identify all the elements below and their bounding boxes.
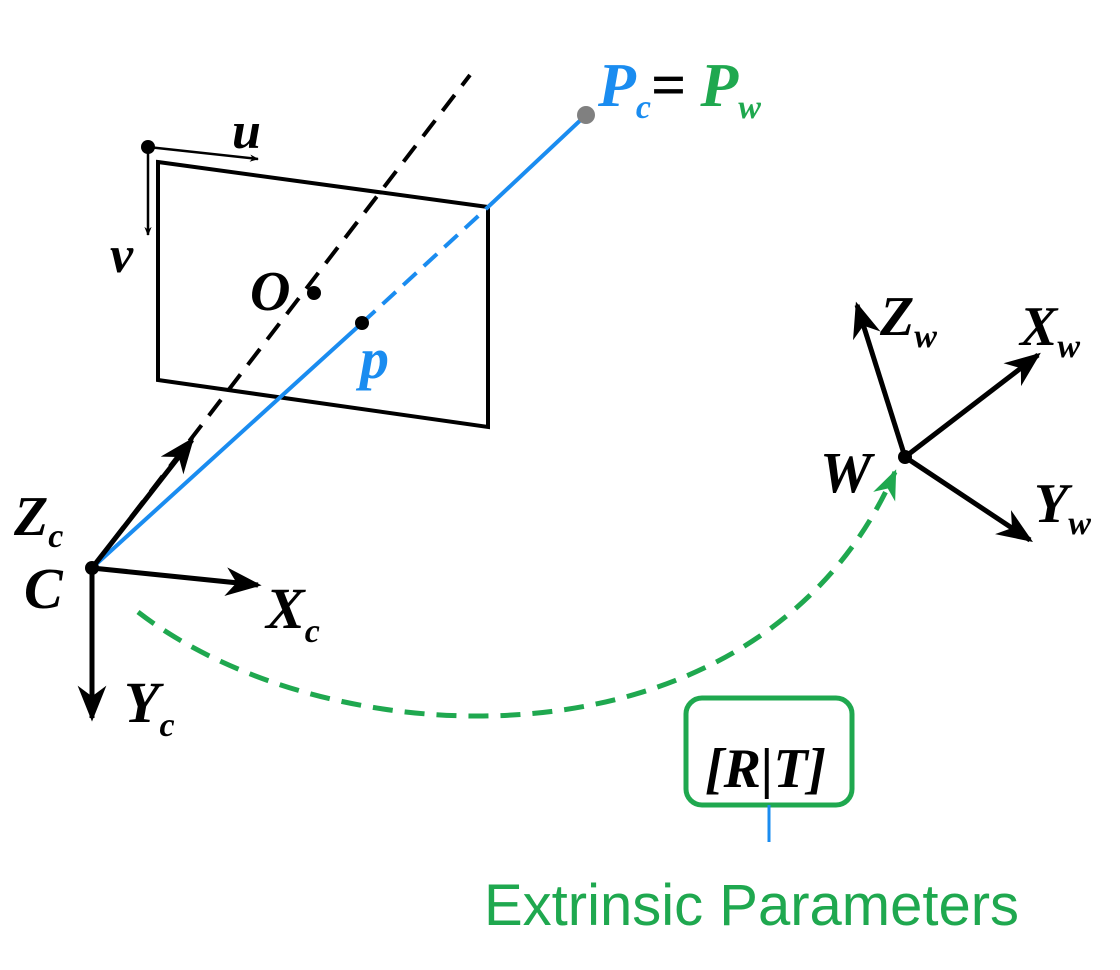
xw-sub: w: [1057, 328, 1080, 365]
extrinsic-transform-arrow: [136, 469, 898, 719]
zw-axis-arrow: [853, 301, 908, 458]
world-origin-dot: [898, 450, 912, 464]
equals-sign: =: [651, 52, 686, 120]
world-origin-label: W: [820, 440, 875, 505]
image-point-p-dot: [355, 316, 369, 330]
zw-label: Zw: [879, 286, 937, 355]
yc-label: Yc: [124, 670, 175, 744]
zc-label: Zc: [13, 486, 63, 555]
xc-sub: c: [305, 613, 320, 650]
u-axis-arrow: [147, 145, 259, 162]
zc-main: Z: [13, 486, 48, 548]
xw-label: Xw: [1018, 296, 1080, 365]
xc-axis-arrow: [91, 565, 262, 597]
extrinsic-parameters-caption: Extrinsic Parameters: [484, 873, 1019, 938]
yc-sub: c: [159, 707, 174, 744]
zc-sub: c: [48, 518, 63, 555]
world-point-dot: [577, 106, 595, 124]
xw-axis-arrow: [903, 352, 1041, 459]
zw-sub: w: [914, 318, 937, 355]
xc-label: Xc: [264, 576, 320, 650]
xc-main: X: [264, 576, 306, 641]
transform-label: [R|T]: [705, 738, 826, 800]
xw-main: X: [1018, 296, 1059, 358]
principal-point-label: O: [250, 261, 290, 323]
principal-point-dot: [307, 286, 321, 300]
projection-ray-to-p: [90, 321, 364, 570]
image-plane: [156, 159, 490, 430]
pixel-origin-dot: [141, 140, 155, 154]
yc-main: Y: [124, 670, 164, 735]
zc-axis-arrow: [90, 437, 195, 570]
yw-axis-arrow: [903, 454, 1033, 543]
pw-main: P: [699, 52, 739, 120]
image-point-p-label: p: [355, 326, 389, 391]
yw-label: Yw: [1034, 473, 1091, 542]
pc-sub: c: [636, 89, 651, 126]
pc-pw-label: Pc=Pw: [597, 52, 761, 126]
camera-center-label: C: [24, 556, 64, 621]
projection-ray-hidden: [360, 205, 490, 325]
pw-sub: w: [738, 89, 761, 126]
yw-sub: w: [1068, 505, 1091, 542]
v-label: v: [110, 227, 134, 284]
yw-main: Y: [1034, 473, 1073, 535]
u-label: u: [232, 103, 261, 160]
projection-ray-to-point: [486, 113, 588, 209]
camera-center-dot: [85, 561, 99, 575]
zw-main: Z: [879, 286, 914, 348]
pc-main: P: [597, 52, 637, 120]
